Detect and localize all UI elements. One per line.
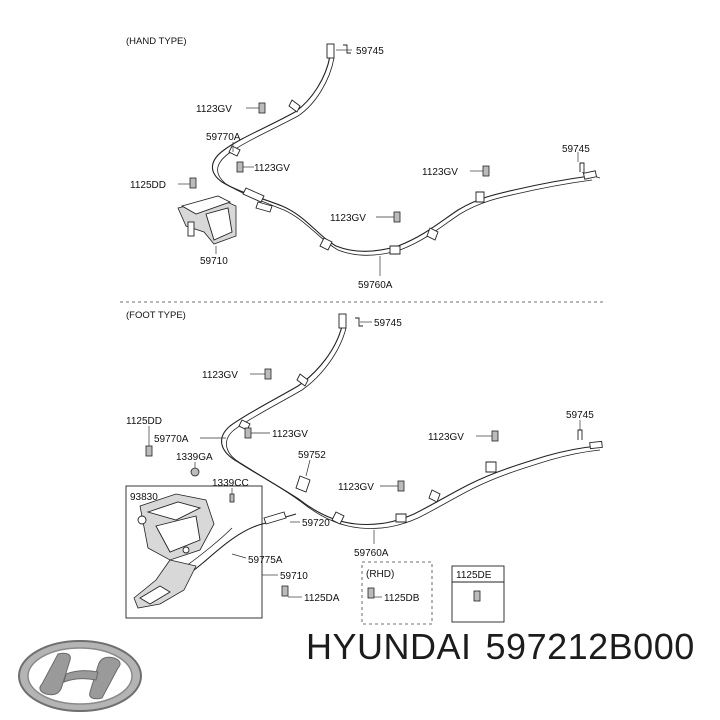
foot-label-59760a: 59760A — [354, 548, 389, 559]
foot-bolt-1 — [264, 368, 272, 380]
hand-cable-end-right — [582, 170, 598, 180]
foot-1125de-box — [451, 565, 505, 623]
foot-cable-59775a — [185, 527, 233, 567]
foot-bracket-5 — [395, 513, 407, 523]
foot-pedal-box — [125, 485, 263, 619]
hand-cable-left — [211, 55, 591, 252]
foot-bolt-4 — [397, 480, 405, 492]
foot-bolt-1125da — [281, 585, 289, 597]
hand-type-title: (HAND TYPE) — [126, 36, 187, 47]
foot-label-1339ga: 1339GA — [176, 452, 213, 463]
hand-label-59710: 59710 — [200, 256, 228, 267]
foot-leader-59775a — [231, 553, 247, 559]
foot-label-59775a: 59775A — [248, 555, 283, 566]
part-number: 597212B000 — [485, 626, 695, 667]
foot-label-1123gv-d: 1123GV — [338, 482, 374, 493]
foot-bolt-5 — [145, 445, 153, 457]
foot-cable-end-right — [589, 440, 603, 450]
hand-label-59745-right: 59745 — [562, 144, 590, 155]
hand-cable-left-inner — [217, 57, 593, 256]
foot-clip-right — [577, 429, 583, 440]
hand-label-59745-top: 59745 — [356, 46, 384, 57]
foot-bracket-6 — [331, 511, 345, 525]
foot-label-1125da: 1125DA — [304, 593, 340, 604]
hand-bolt-5 — [189, 177, 197, 189]
hyundai-logo-icon — [18, 640, 142, 712]
hand-adjuster — [255, 201, 273, 213]
foot-bracket-4 — [428, 489, 441, 503]
foot-pin-1339cc — [229, 493, 235, 503]
hand-bracket-4 — [426, 227, 439, 241]
hand-label-1123gv-d: 1123GV — [330, 213, 366, 224]
hand-equalizer — [242, 187, 265, 203]
foot-bolt-1125db — [367, 587, 375, 599]
hand-cable-end-top — [326, 43, 335, 59]
foot-label-93830: 93830 — [130, 492, 158, 503]
hand-bolt-2 — [236, 161, 244, 173]
hand-bracket-1 — [288, 99, 301, 113]
foot-leader-59752 — [305, 459, 311, 477]
foot-nut-1339ga — [190, 467, 200, 477]
hand-clip-right — [579, 162, 585, 172]
foot-bolt-1125de — [473, 590, 481, 602]
hand-bracket-3 — [475, 191, 485, 203]
hand-label-59760a: 59760A — [358, 280, 393, 291]
foot-label-59752: 59752 — [298, 450, 326, 461]
hand-type-group: (HAND TYPE) — [126, 36, 601, 291]
foot-label-59770a: 59770A — [154, 434, 189, 445]
foot-pedal-assembly — [133, 493, 215, 609]
hand-label-1123gv-c: 1123GV — [422, 167, 458, 178]
foot-label-59745-right: 59745 — [566, 410, 594, 421]
foot-part-59720 — [263, 511, 287, 525]
hand-bracket-2 — [228, 145, 241, 157]
hand-label-1123gv-a: 1123GV — [196, 104, 232, 115]
foot-cable-left-inner — [226, 327, 601, 529]
foot-bracket-3 — [485, 461, 497, 473]
part-caption: HYUNDAI 597212B000 — [306, 626, 710, 686]
foot-bolt-2 — [244, 427, 252, 439]
hand-bolt-4 — [393, 211, 401, 223]
foot-label-1339cc: 1339CC — [212, 478, 249, 489]
foot-bracket-1 — [296, 373, 309, 387]
hand-label-1123gv-b: 1123GV — [254, 163, 290, 174]
brand-name: HYUNDAI — [306, 626, 472, 667]
foot-type-group: (FOOT TYPE) — [125, 310, 603, 625]
hand-bracket-5 — [389, 245, 401, 255]
foot-label-1123gv-b: 1123GV — [272, 429, 308, 440]
hand-label-59770a: 59770A — [206, 132, 241, 143]
foot-cable-left — [221, 325, 599, 526]
foot-cable-end-top — [338, 313, 347, 329]
hand-bolt-1 — [258, 102, 266, 114]
foot-clip-top — [355, 317, 363, 327]
foot-label-1125de: 1125DE — [456, 570, 492, 581]
hand-bolt-3 — [482, 165, 490, 177]
foot-label-rhd: (RHD) — [366, 569, 394, 580]
foot-label-1123gv-c: 1123GV — [428, 432, 464, 443]
foot-label-59710: 59710 — [280, 571, 308, 582]
hand-lever-assembly — [177, 195, 237, 245]
foot-label-1123gv-a: 1123GV — [202, 370, 238, 381]
foot-label-1125dd: 1125DD — [126, 416, 162, 427]
foot-type-title: (FOOT TYPE) — [126, 310, 186, 321]
hand-label-1125dd: 1125DD — [130, 180, 166, 191]
foot-label-1125db: 1125DB — [384, 593, 420, 604]
hand-clip-top — [343, 44, 351, 54]
foot-part-59752 — [295, 475, 311, 493]
foot-label-59720: 59720 — [302, 518, 330, 529]
foot-bolt-3 — [491, 430, 499, 442]
foot-label-59745-top: 59745 — [374, 318, 402, 329]
hand-bracket-6 — [319, 237, 333, 251]
